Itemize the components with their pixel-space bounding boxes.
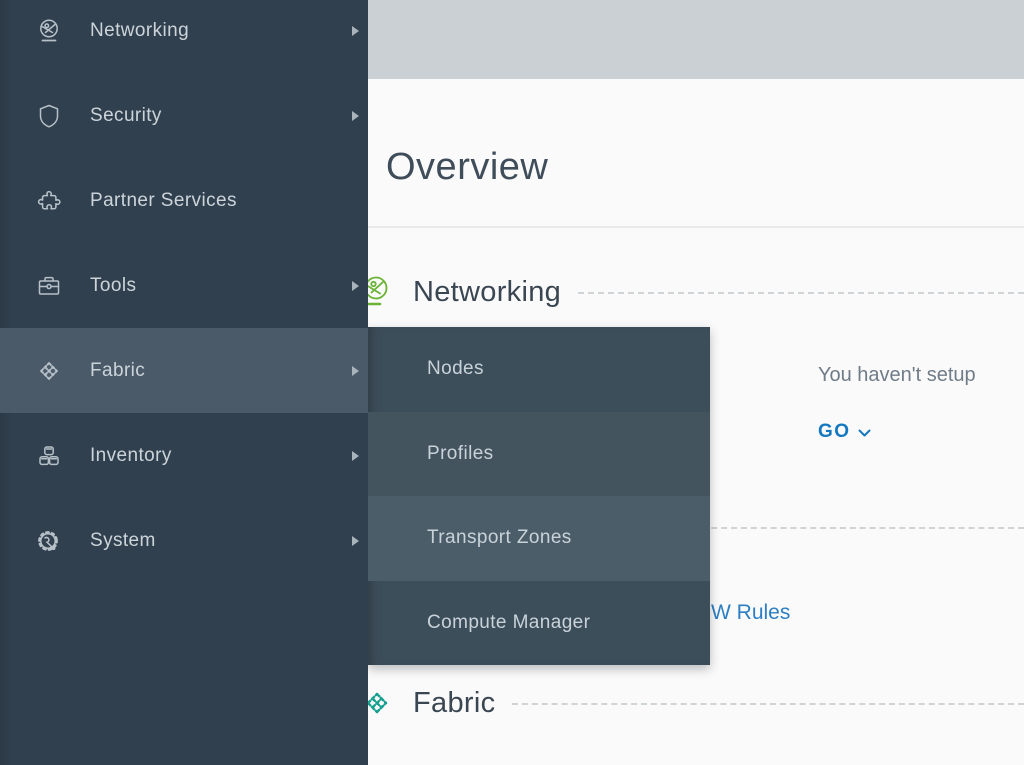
- sidebar-item-fabric[interactable]: Fabric: [0, 328, 368, 413]
- security-dashed-divider: [642, 527, 1024, 529]
- sidebar-item-partner-services[interactable]: Partner Services: [0, 158, 368, 243]
- submenu-arrow-icon: [352, 280, 359, 291]
- go-link[interactable]: GO: [818, 421, 871, 443]
- sidebar-item-security[interactable]: Security: [0, 73, 368, 158]
- setup-message: You haven't setup: [818, 364, 976, 386]
- go-link-label: GO: [818, 421, 851, 442]
- submenu-item-transport-zones[interactable]: Transport Zones: [368, 496, 710, 581]
- weave-icon: [34, 356, 64, 386]
- submenu-item-profiles[interactable]: Profiles: [368, 411, 710, 496]
- sidebar-item-label: Partner Services: [90, 189, 237, 211]
- page-title: Overview: [386, 146, 549, 188]
- submenu-arrow-icon: [352, 535, 359, 546]
- section-title-fabric: Fabric: [413, 686, 496, 719]
- section-header-networking: Networking: [361, 272, 1024, 312]
- sidebar-item-label: Inventory: [90, 444, 172, 466]
- fabric-submenu: Nodes Profiles Transport Zones Compute M…: [368, 327, 710, 665]
- sidebar-item-system[interactable]: System: [0, 498, 368, 583]
- sidebar-item-label: Fabric: [90, 359, 146, 381]
- fabric-dashed-divider: [512, 703, 1024, 705]
- sidebar-item-label: Tools: [90, 274, 137, 296]
- fw-rules-link[interactable]: W Rules: [711, 601, 791, 624]
- fabric-weave-icon: [361, 684, 393, 722]
- sidebar: Networking Security Partner Se: [0, 0, 368, 765]
- submenu-arrow-icon: [352, 450, 359, 461]
- sidebar-item-tools[interactable]: Tools: [0, 243, 368, 328]
- section-title-networking: Networking: [413, 275, 562, 308]
- submenu-arrow-icon: [352, 110, 359, 121]
- submenu-arrow-icon: [352, 25, 359, 36]
- networking-globe-icon: [361, 273, 393, 311]
- title-divider: [368, 226, 1024, 228]
- sidebar-item-label: Security: [90, 104, 162, 126]
- toolbox-icon: [34, 271, 64, 301]
- networking-dashed-divider: [578, 292, 1024, 294]
- top-bar: [368, 0, 1024, 79]
- boxes-icon: [34, 441, 64, 471]
- sidebar-item-networking[interactable]: Networking: [0, 0, 368, 73]
- submenu-arrow-icon: [352, 365, 359, 376]
- section-header-fabric: Fabric: [361, 683, 1024, 723]
- puzzle-icon: [34, 186, 64, 216]
- shield-icon: [34, 101, 64, 131]
- sidebar-item-inventory[interactable]: Inventory: [0, 413, 368, 498]
- sidebar-item-label: System: [90, 529, 156, 551]
- gear-wrench-icon: [34, 526, 64, 556]
- chevron-down-icon: [858, 429, 871, 437]
- sidebar-item-label: Networking: [90, 19, 190, 41]
- globe-icon: [34, 16, 64, 46]
- submenu-item-compute-manager[interactable]: Compute Manager: [427, 611, 591, 633]
- submenu-item-nodes[interactable]: Nodes: [427, 358, 484, 380]
